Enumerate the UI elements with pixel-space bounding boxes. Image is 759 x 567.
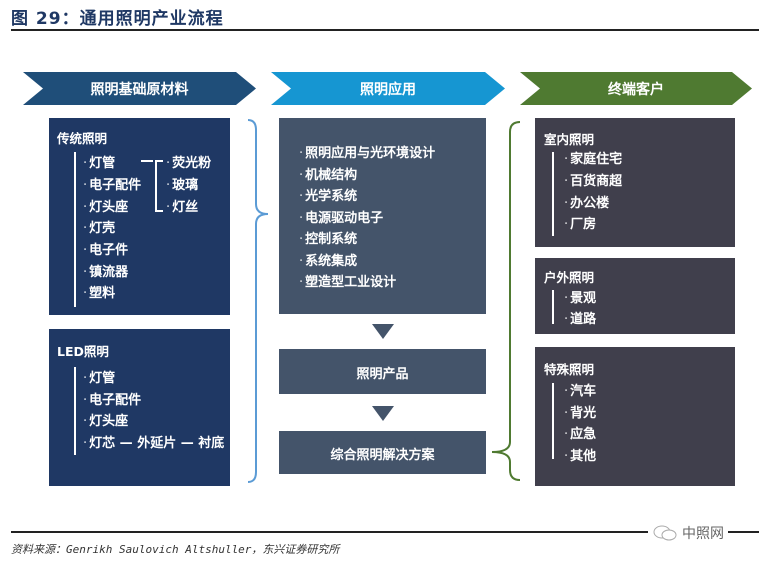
watermark-text: 中照网: [682, 526, 724, 542]
box-title: 传统照明: [57, 131, 108, 146]
traditional-lighting-box: 传统照明 ·灯管 ·电子配件 ·灯头座 ·灯壳 ·电子件 ·镇流器 ·塑料 ·荧…: [49, 118, 230, 315]
down-arrow-icon: [372, 406, 394, 421]
down-arrow-icon: [372, 324, 394, 339]
list-item: ·机械结构: [299, 168, 358, 183]
stage-customers: 终端客户: [520, 72, 752, 105]
list-item: ·景观: [564, 291, 597, 306]
stage-application: 照明应用: [271, 72, 505, 105]
group-line: [552, 290, 554, 324]
box-title: 特殊照明: [544, 362, 595, 377]
box-title: LED照明: [57, 344, 109, 359]
list-item: ·办公楼: [564, 196, 610, 211]
green-brace-icon: [491, 121, 521, 481]
watermark: 中照网: [648, 522, 728, 544]
list-item: ·汽车: [564, 384, 597, 399]
list-item: ·背光: [564, 406, 597, 421]
list-item: ·塑料: [83, 286, 116, 301]
sub-item: ·玻璃: [166, 178, 199, 193]
group-line: [552, 152, 554, 236]
sub-bracket: [155, 160, 163, 212]
lighting-product-box: 照明产品: [279, 349, 486, 394]
list-item: ·光学系统: [299, 189, 358, 204]
list-item: ·其他: [564, 449, 597, 464]
special-lighting-box: 特殊照明 ·汽车 ·背光 ·应急 ·其他: [535, 347, 735, 486]
application-box: ·照明应用与光环境设计 ·机械结构 ·光学系统 ·电源驱动电子 ·控制系统 ·系…: [279, 118, 486, 314]
figure-title: 图 29：通用照明产业流程: [11, 9, 224, 29]
sub-item: ·荧光粉: [166, 156, 212, 171]
bottom-rule: [11, 531, 759, 533]
lighting-solution-box: 综合照明解决方案: [279, 431, 486, 474]
list-item: ·厂房: [564, 217, 597, 232]
list-item: ·电子件: [83, 243, 129, 258]
list-item: ·灯芯 — 外延片 — 衬底: [83, 436, 225, 451]
box-title: 户外照明: [544, 270, 595, 285]
box-title: 室内照明: [544, 132, 595, 147]
chat-bubble-icon: [653, 525, 677, 541]
list-item: ·电子配件: [83, 393, 142, 408]
list-item: ·道路: [564, 312, 597, 327]
group-line: [74, 367, 76, 455]
list-item: ·控制系统: [299, 232, 358, 247]
sub-item: ·灯丝: [166, 200, 199, 215]
list-item: ·电源驱动电子: [299, 211, 384, 226]
list-item: ·应急: [564, 427, 597, 442]
group-line: [552, 383, 554, 459]
list-item: ·灯管: [83, 156, 116, 171]
indoor-lighting-box: 室内照明 ·家庭住宅 ·百货商超 ·办公楼 ·厂房: [535, 118, 735, 247]
solution-label: 综合照明解决方案: [330, 448, 435, 463]
list-item: ·塑造型工业设计: [299, 275, 397, 290]
top-rule: [11, 29, 759, 31]
sub-connector: [141, 160, 153, 162]
list-item: ·灯壳: [83, 221, 116, 236]
led-lighting-box: LED照明 ·灯管 ·电子配件 ·灯头座 ·灯芯 — 外延片 — 衬底: [49, 329, 230, 486]
source-note: 资料来源：Genrikh Saulovich Altshuller，东兴证券研究…: [11, 543, 340, 556]
blue-brace-icon: [247, 119, 269, 483]
list-item: ·灯头座: [83, 200, 129, 215]
group-line: [74, 152, 76, 307]
list-item: ·照明应用与光环境设计: [299, 146, 436, 161]
stage-label: 照明应用: [360, 81, 416, 98]
list-item: ·系统集成: [299, 254, 358, 269]
list-item: ·家庭住宅: [564, 152, 623, 167]
list-item: ·电子配件: [83, 178, 142, 193]
list-item: ·百货商超: [564, 174, 623, 189]
product-label: 照明产品: [356, 367, 409, 382]
list-item: ·镇流器: [83, 265, 129, 280]
list-item: ·灯管: [83, 371, 116, 386]
list-item: ·灯头座: [83, 414, 129, 429]
stage-raw-materials: 照明基础原材料: [23, 72, 256, 105]
outdoor-lighting-box: 户外照明 ·景观 ·道路: [535, 258, 735, 334]
stage-label: 终端客户: [608, 81, 664, 98]
stage-label: 照明基础原材料: [90, 81, 189, 98]
